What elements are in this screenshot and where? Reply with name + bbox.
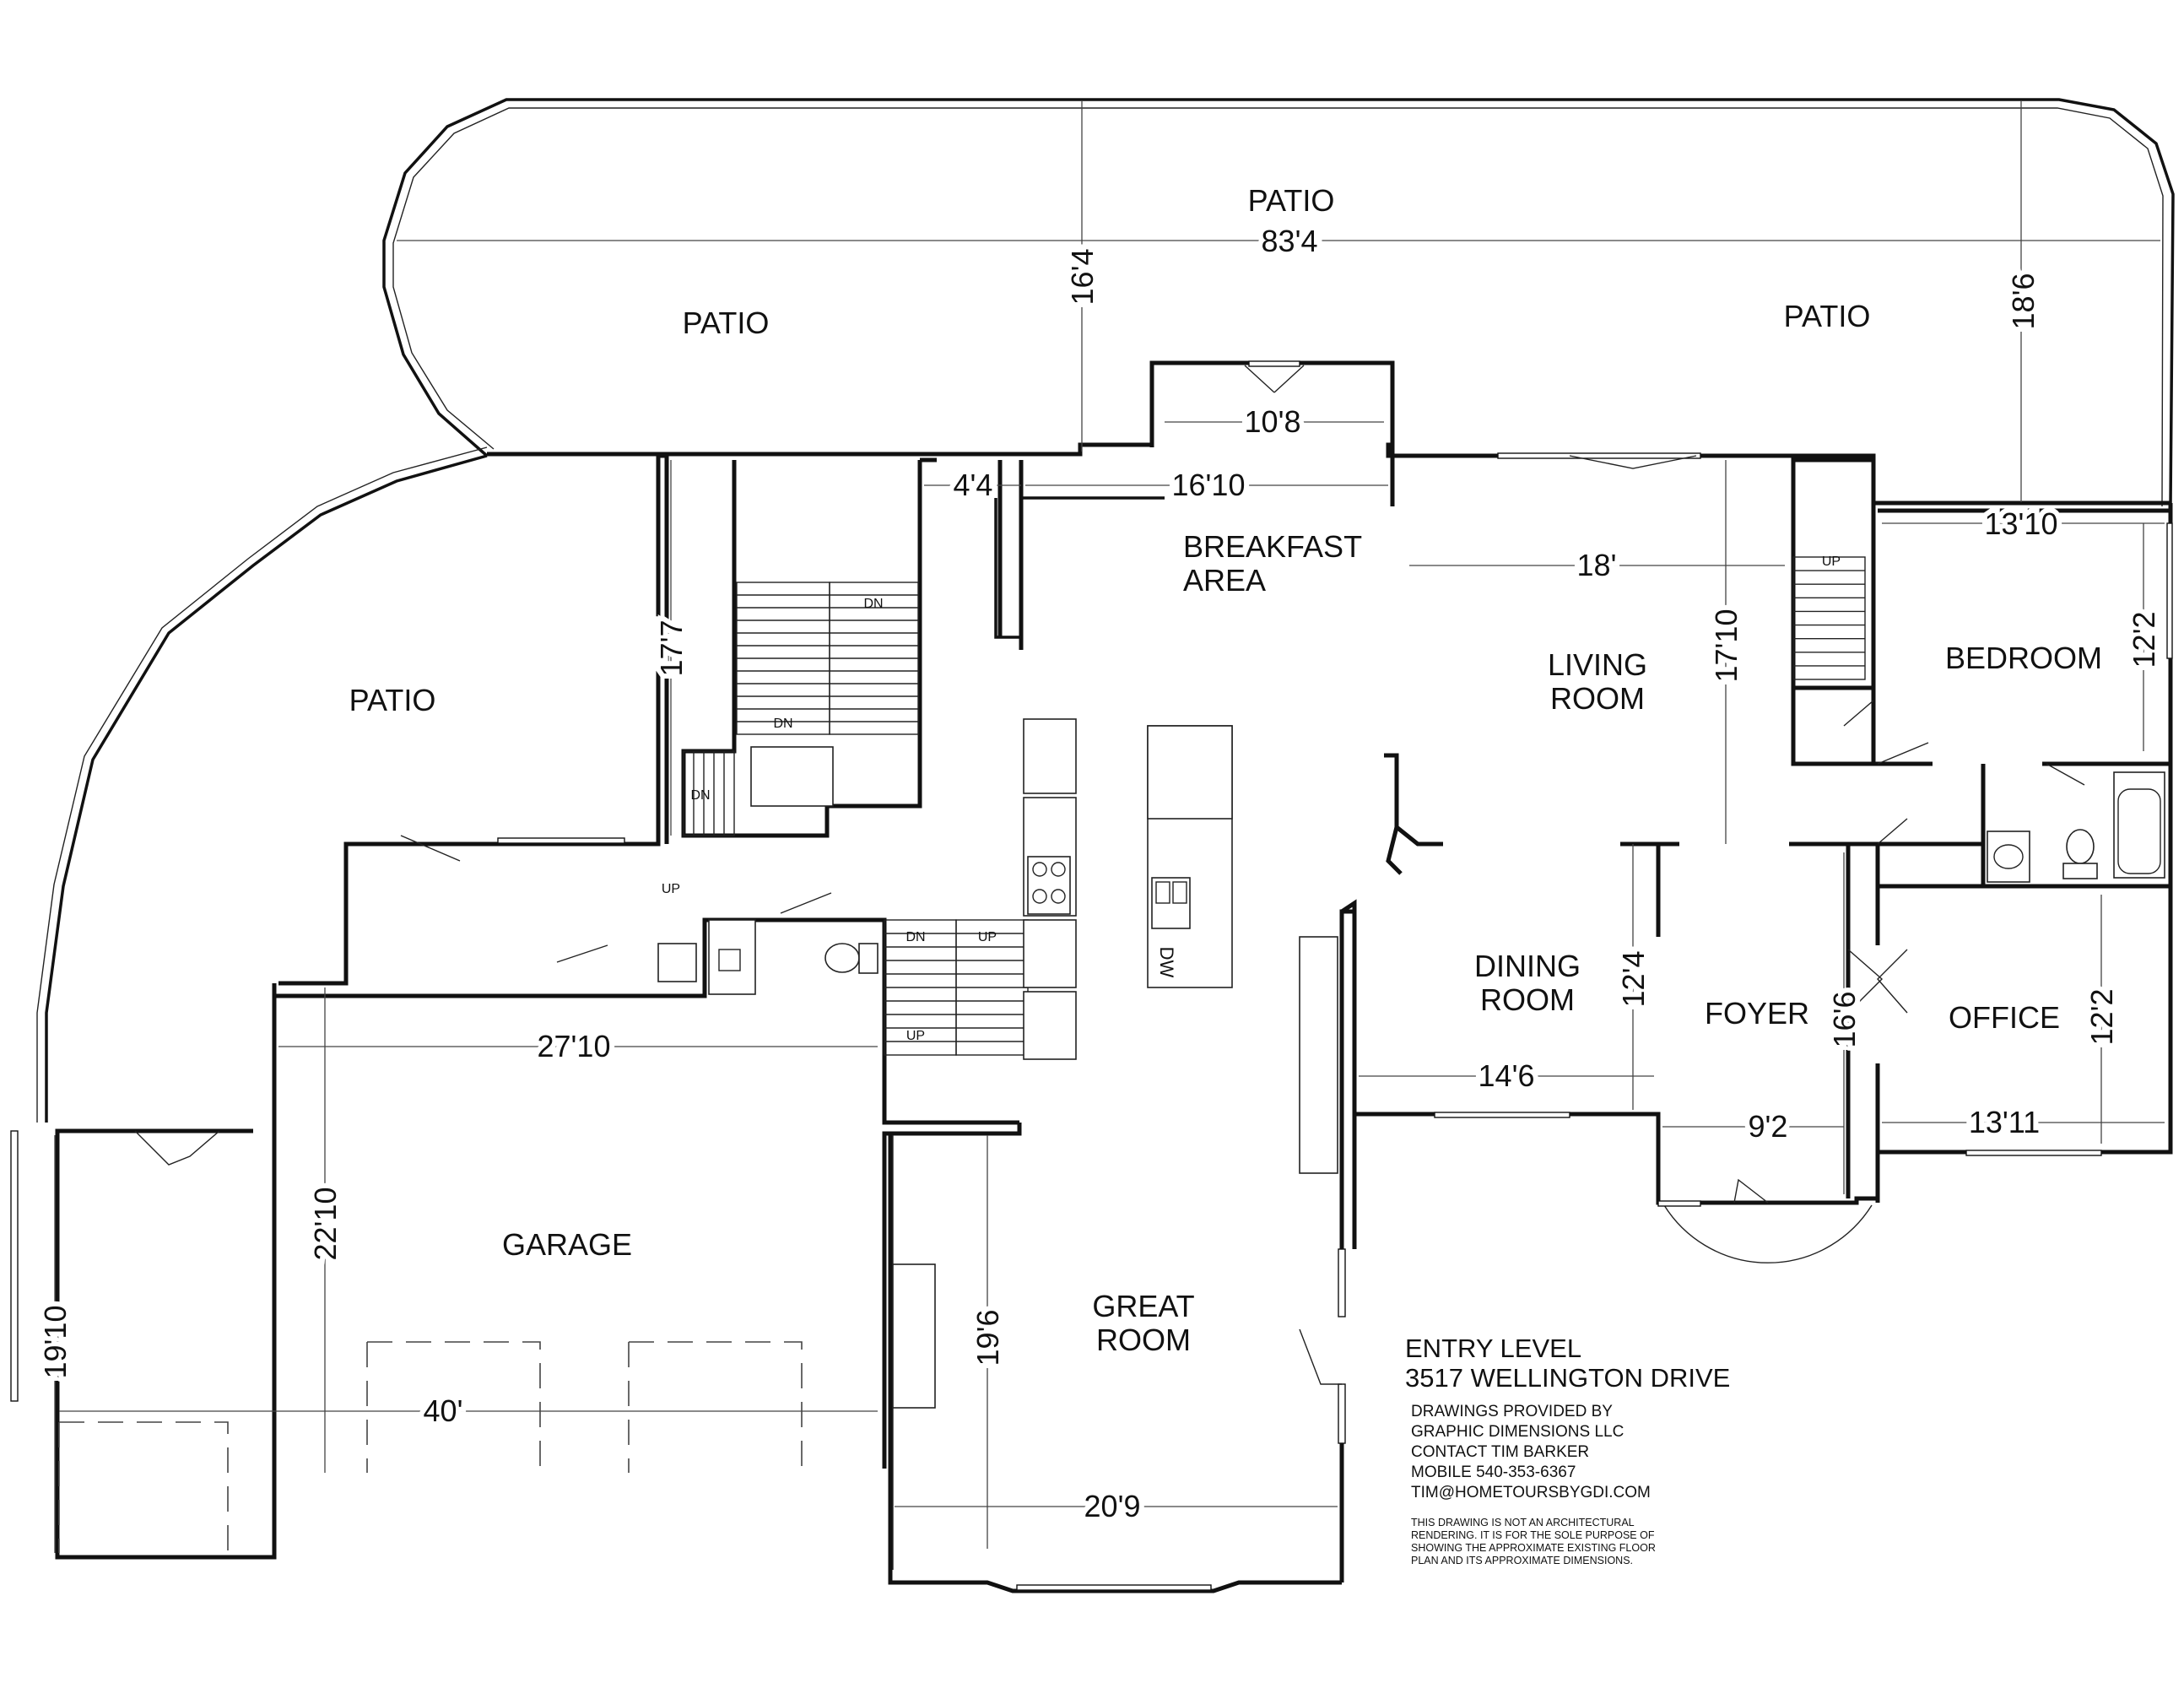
dim-living-width: 18' xyxy=(1577,548,1617,582)
dim-patio-width: 83'4 xyxy=(1262,224,1318,258)
room-label-dining-2: ROOM xyxy=(1480,982,1575,1017)
stair-label-dn-3: DN xyxy=(690,788,710,803)
credit-line-2: GRAPHIC DIMENSIONS LLC xyxy=(1411,1423,1624,1441)
stair-label-up-2: UP xyxy=(978,930,997,944)
room-label-bedroom: BEDROOM xyxy=(1945,641,2102,675)
dim-bay: 10'8 xyxy=(1245,404,1301,439)
dim-breakfast-width: 16'10 xyxy=(1172,468,1246,502)
dim-garage-depth: 22'10 xyxy=(308,1188,343,1261)
stair-label-dn-2: DN xyxy=(773,717,792,731)
stair-steps xyxy=(693,570,1865,1042)
kitchen xyxy=(750,718,1233,1060)
bath-fixtures xyxy=(657,771,2165,995)
room-label-patio-left: PATIO xyxy=(349,683,436,717)
dim-office-depth: 12'2 xyxy=(2084,989,2119,1046)
dim-foyer-width: 9'2 xyxy=(1749,1109,1788,1144)
patio-outline xyxy=(36,98,2175,1123)
disclaimer-line-2: RENDERING. IT IS FOR THE SOLE PURPOSE OF xyxy=(1411,1529,1655,1541)
great-room-details xyxy=(892,936,1338,1570)
disclaimer-line-4: PLAN AND ITS APPROXIMATE DIMENSIONS. xyxy=(1411,1555,1633,1566)
dim-dining-depth: 12'4 xyxy=(1616,951,1651,1008)
room-label-breakfast-2: AREA xyxy=(1183,563,1266,598)
room-label-foyer: FOYER xyxy=(1705,996,1809,1031)
room-label-living-2: ROOM xyxy=(1550,681,1645,716)
stair-label-up-bed: UP xyxy=(1822,555,1841,569)
dim-nook: 4'4 xyxy=(954,468,993,502)
credit-line-4: MOBILE 540-353-6367 xyxy=(1411,1463,1576,1481)
stair-label-dn-4: DN xyxy=(905,930,925,944)
dim-dining-width: 14'6 xyxy=(1479,1058,1535,1093)
room-label-patio-upper-left: PATIO xyxy=(683,306,770,340)
dim-garage-side: 19'10 xyxy=(38,1306,73,1379)
dim-great-width: 20'9 xyxy=(1084,1489,1141,1523)
room-label-breakfast-1: BREAKFAST xyxy=(1183,529,1362,564)
dim-great-depth: 19'6 xyxy=(970,1310,1005,1366)
dim-patio-left-depth: 17'7 xyxy=(654,620,689,677)
dishwasher-label: DW xyxy=(1156,947,1177,978)
windows xyxy=(10,360,2173,1591)
room-label-garage: GARAGE xyxy=(502,1227,632,1262)
disclaimer-line-3: SHOWING THE APPROXIMATE EXISTING FLOOR xyxy=(1411,1542,1656,1554)
room-labels: PATIO PATIO PATIO PATIO BREAKFAST AREA L… xyxy=(349,183,2102,1357)
room-label-office: OFFICE xyxy=(1949,1000,2060,1035)
room-label-great-1: GREAT xyxy=(1092,1289,1194,1323)
stair-label-up-1: UP xyxy=(662,882,680,896)
room-label-patio-upper-right: PATIO xyxy=(1784,299,1871,333)
dim-bedroom-depth: 12'2 xyxy=(2127,612,2161,668)
dim-bedroom-width: 13'10 xyxy=(1985,506,2058,541)
dim-patio-depth-right: 18'6 xyxy=(2006,273,2041,330)
house-walls xyxy=(55,360,2173,1593)
doors xyxy=(134,365,2085,1385)
dim-garage-full: 40' xyxy=(424,1393,463,1428)
credit-line-5: TIM@HOMETOURSBYGDI.COM xyxy=(1411,1484,1651,1501)
dim-living-depth: 17'10 xyxy=(1709,609,1743,683)
stair-label-up-3: UP xyxy=(906,1029,925,1043)
dim-office-width: 13'11 xyxy=(1969,1105,2040,1139)
dim-patio-depth-left: 16'4 xyxy=(1065,249,1100,306)
plan-title-line-2: 3517 WELLINGTON DRIVE xyxy=(1405,1363,1730,1393)
credit-line-1: DRAWINGS PROVIDED BY xyxy=(1411,1403,1613,1420)
small-labels: DN DN DN UP DN UP UP UP DW xyxy=(662,555,1841,1043)
garage-doors xyxy=(58,1341,803,1553)
plan-title-line-1: ENTRY LEVEL xyxy=(1405,1334,1581,1363)
credit-line-3: CONTACT TIM BARKER xyxy=(1411,1443,1589,1461)
dimension-labels: 83'4 16'4 18'6 10'8 4'4 16'10 18' 17'10 … xyxy=(33,219,2166,1528)
room-label-great-2: ROOM xyxy=(1096,1323,1191,1357)
title-block: ENTRY LEVEL 3517 WELLINGTON DRIVE DRAWIN… xyxy=(1405,1334,1730,1566)
room-label-living-1: LIVING xyxy=(1548,647,1647,682)
room-label-dining-1: DINING xyxy=(1474,949,1581,983)
dim-garage-width: 27'10 xyxy=(538,1029,611,1063)
dim-foyer-depth: 16'6 xyxy=(1827,992,1862,1048)
room-label-patio-top: PATIO xyxy=(1248,183,1335,218)
dimension-lines xyxy=(54,101,2165,1553)
disclaimer-line-1: THIS DRAWING IS NOT AN ARCHITECTURAL xyxy=(1411,1517,1635,1528)
stair-label-dn-1: DN xyxy=(863,597,883,611)
